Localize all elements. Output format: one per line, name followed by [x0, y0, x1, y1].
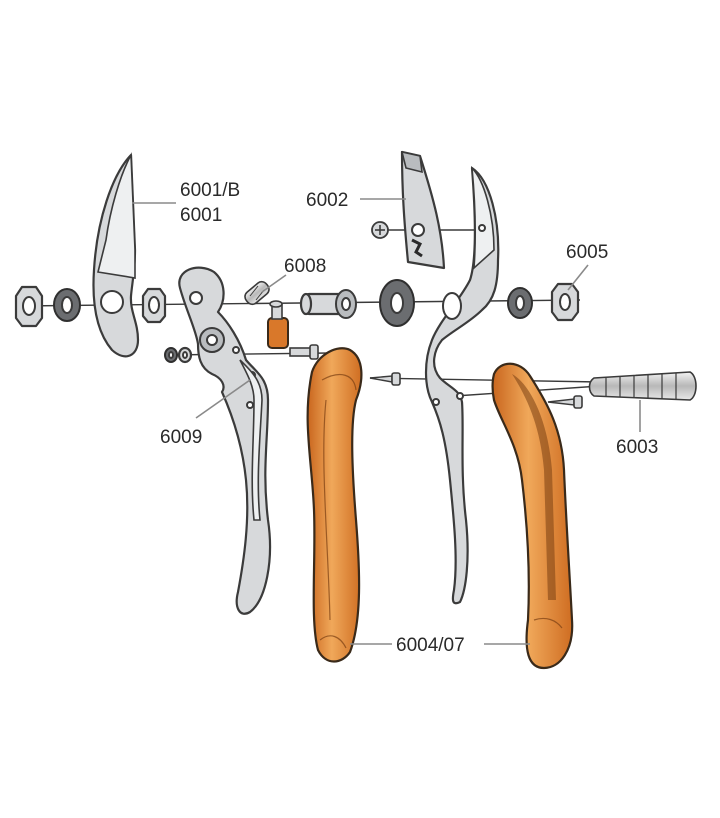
right-washer-part [507, 287, 533, 319]
handle-screw-upper-part [369, 372, 401, 386]
label-6005: 6005 [566, 242, 608, 263]
middle-nut-part [141, 287, 167, 324]
small-spring-part [244, 280, 270, 306]
label-6004-07: 6004/07 [396, 635, 465, 656]
right-handle-grip-part [491, 362, 574, 670]
left-handle-grip-part [306, 347, 363, 663]
leader-6009 [195, 379, 251, 419]
handle-screw-lower-part [547, 395, 583, 409]
left-handle-frame-part [178, 266, 272, 615]
insert-plate-part [400, 150, 446, 270]
left-washer-part [53, 288, 81, 322]
small-nuts-part [164, 346, 193, 364]
label-6009: 6009 [160, 427, 202, 448]
leader-6005 [567, 264, 589, 291]
label-6001b: 6001/B [180, 180, 240, 201]
label-6001: 6001 [180, 205, 222, 226]
main-spring-part [588, 371, 697, 401]
left-blade-part [92, 152, 140, 358]
lever-part [267, 300, 289, 349]
screw-axis-line [369, 377, 601, 383]
large-washer-part [379, 279, 415, 327]
left-nut-part [14, 285, 44, 328]
label-6008: 6008 [284, 256, 326, 277]
small-bolt-part [289, 344, 319, 360]
leader-6008 [261, 274, 287, 293]
insert-screw-part [371, 221, 389, 239]
label-6002: 6002 [306, 190, 348, 211]
pivot-bushing-part [199, 327, 225, 353]
right-frame-part [424, 165, 500, 605]
label-6003: 6003 [616, 437, 658, 458]
pivot-bolt-part [299, 289, 357, 319]
right-nut-part [550, 282, 580, 322]
